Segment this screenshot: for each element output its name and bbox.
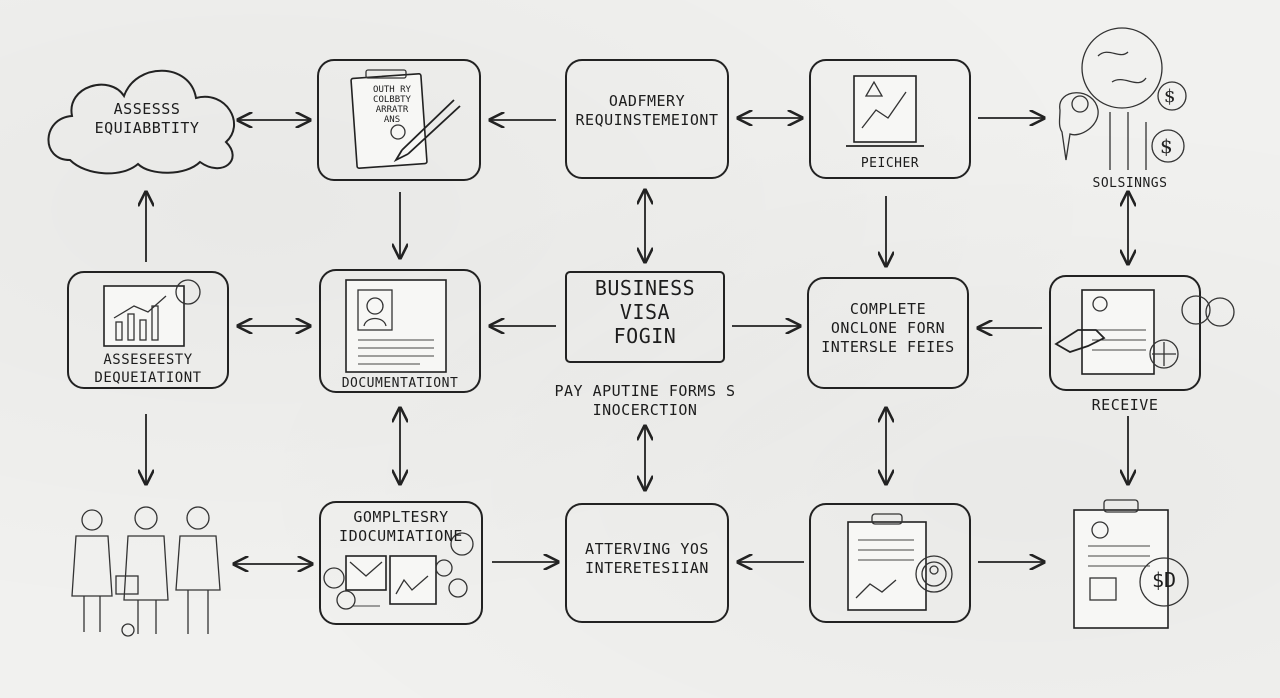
people-group-icon (71, 506, 221, 637)
clipboard-money-icon (1073, 499, 1189, 629)
label-receive: RECEIVE (1091, 396, 1159, 414)
box-business-visa (565, 271, 725, 363)
box-assess-mid (67, 271, 229, 389)
label-pay-forms: PAY APUTINE FORMS S INOCERCTION (554, 382, 736, 419)
box-pelcher (809, 59, 971, 179)
box-documentation (319, 269, 481, 393)
box-paper-card (317, 59, 481, 181)
label-complete-online: COMPLETE ONCLONE FORN INTERSLE FEIES (821, 300, 955, 356)
box-complete-online (807, 277, 969, 389)
cloud-shape (47, 69, 236, 175)
label-money-badge: $D (1151, 568, 1177, 592)
label-paper-card: OUTH RY COLBBTY ARRATR ANS (373, 85, 411, 125)
paper-pen-icon (350, 69, 461, 169)
label-assess-mid: ASSESEESTY DEQUEIATIONT (94, 352, 202, 386)
label-ordinary-req: OADFMERY REQUINSTEMEIONT (575, 92, 719, 129)
svg-text:$: $ (1160, 134, 1173, 158)
box-receive (1049, 275, 1201, 391)
label-assess-top: ASSESSS EQUIABBTITY (94, 100, 200, 137)
box-attending (565, 503, 729, 623)
connector-arrows (146, 118, 1128, 564)
documentation-collage-icon (323, 532, 474, 610)
bar-chart-icon (103, 279, 201, 347)
profile-document-icon (345, 279, 447, 373)
handshake-document-icon (1054, 289, 1235, 375)
clipboard-seal-icon (847, 513, 953, 611)
box-ordinary-req (565, 59, 729, 179)
label-solsinngs: SOLSINNGS (1092, 176, 1168, 191)
globe-people-dollar-icon: $ $ (1058, 27, 1187, 170)
box-complete-doc (319, 501, 483, 625)
chart-board-icon (846, 75, 924, 147)
label-attending: ATTERVING YOS INTERETESIIAN (585, 540, 709, 577)
svg-text:$: $ (1164, 86, 1175, 107)
label-business-visa: BUSINESS VISA FOGIN (594, 276, 696, 348)
label-complete-doc: GOMPLTESRY IDOCUMIATIONE (339, 508, 463, 545)
label-pelcher: PEICHER (860, 156, 920, 171)
box-clipboard-bottom (809, 503, 971, 623)
label-documentation: DOCUMENTATIONT (341, 376, 459, 391)
